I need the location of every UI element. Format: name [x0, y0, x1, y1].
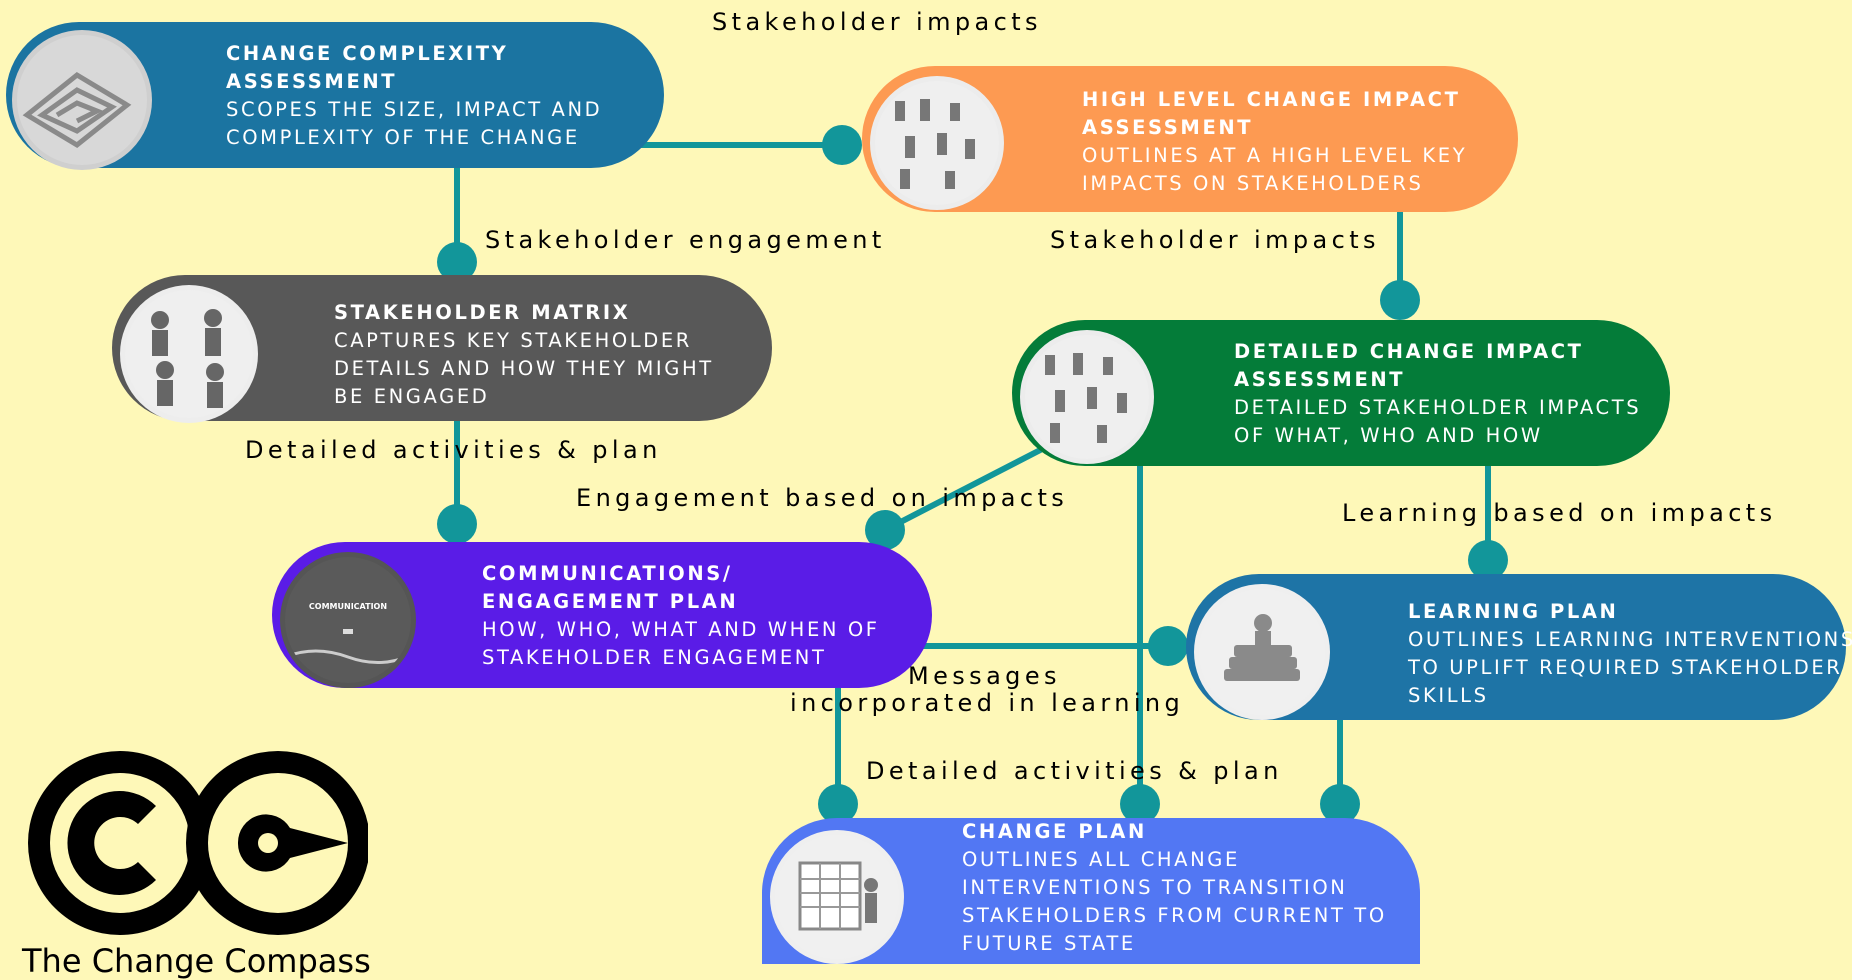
high-level-impact-box: HIGH LEVEL CHANGE IMPACT ASSESSMENT OUTL… — [862, 66, 1518, 212]
box-description: CAPTURES KEY STAKEHOLDER — [334, 329, 692, 352]
learning-plan-box: LEARNING PLAN OUTLINES LEARNING INTERVEN… — [1186, 574, 1852, 720]
label-detailed-activities-plan: Detailed activities & plan — [245, 436, 662, 464]
stakeholder-matrix-box: STAKEHOLDER MATRIX CAPTURES KEY STAKEHOL… — [112, 275, 772, 423]
connector-node — [1148, 626, 1188, 666]
box-description: HOW, WHO, WHAT AND WHEN OF — [482, 618, 880, 641]
box-description: OUTLINES LEARNING INTERVENTIONS — [1408, 628, 1852, 651]
communications-plan-box: COMMUNICATION COMMUNICATIONS/ ENGAGEMENT… — [272, 542, 932, 688]
label-engagement-based-on-impacts: Engagement based on impacts — [576, 484, 1069, 512]
change-compass-logo-icon — [28, 751, 368, 935]
change-plan-box: CHANGE PLAN OUTLINES ALL CHANGE INTERVEN… — [762, 818, 1420, 964]
communication-slide: COMMUNICATION — [280, 552, 416, 688]
connector-node — [865, 510, 905, 550]
box-description: BE ENGAGED — [334, 385, 490, 408]
box-title: STAKEHOLDER MATRIX — [334, 301, 631, 324]
label-top-stakeholder-impacts: Stakeholder impacts — [712, 8, 1042, 36]
box-description: FUTURE STATE — [962, 932, 1136, 955]
connector-node — [1380, 280, 1420, 320]
maze-illustration — [12, 30, 152, 170]
box-description: DETAILED STAKEHOLDER IMPACTS — [1234, 396, 1642, 419]
box-title: LEARNING PLAN — [1408, 600, 1619, 623]
connector-node — [1468, 540, 1508, 580]
label-detailed-activities-plan-2: Detailed activities & plan — [866, 757, 1283, 785]
connector-node — [822, 125, 862, 165]
logo-text: The Change Compass — [22, 942, 371, 980]
stakeholder-people-illustration — [120, 285, 258, 423]
label-learning-based-on-impacts: Learning based on impacts — [1342, 499, 1777, 527]
box-description: SKILLS — [1408, 684, 1489, 707]
label-stakeholder-engagement: Stakeholder engagement — [485, 226, 886, 254]
box-description: SCOPES THE SIZE, IMPACT AND — [226, 98, 603, 121]
connector-node — [1320, 784, 1360, 824]
box-title: HIGH LEVEL CHANGE IMPACT — [1082, 88, 1461, 111]
box-title: COMMUNICATIONS/ — [482, 562, 733, 585]
box-title: ASSESSMENT — [1234, 368, 1406, 391]
box-title: CHANGE COMPLEXITY — [226, 42, 509, 65]
communication-slide-text: COMMUNICATION — [309, 602, 387, 611]
label-messages: Messages — [908, 662, 1061, 690]
box-title: CHANGE PLAN — [962, 820, 1147, 843]
box-description: COMPLEXITY OF THE CHANGE — [226, 126, 580, 149]
box-description: TO UPLIFT REQUIRED STAKEHOLDER — [1408, 656, 1843, 679]
detailed-impact-box: DETAILED CHANGE IMPACT ASSESSMENT DETAIL… — [1012, 320, 1670, 466]
box-description: OUTLINES AT A HIGH LEVEL KEY — [1082, 144, 1468, 167]
calendar-planning-illustration — [770, 830, 904, 964]
connector-node — [437, 242, 477, 282]
connector-node — [1120, 784, 1160, 824]
box-title: ENGAGEMENT PLAN — [482, 590, 739, 613]
box-title: ASSESSMENT — [1082, 116, 1254, 139]
box-description: IMPACTS ON STAKEHOLDERS — [1082, 172, 1424, 195]
box-title: ASSESSMENT — [226, 70, 398, 93]
box-description: STAKEHOLDER ENGAGEMENT — [482, 646, 827, 669]
office-people-illustration — [870, 76, 1004, 210]
box-title: DETAILED CHANGE IMPACT — [1234, 340, 1584, 363]
box-description: INTERVENTIONS TO TRANSITION — [962, 876, 1348, 899]
box-description: STAKEHOLDERS FROM CURRENT TO — [962, 904, 1387, 927]
books-learning-illustration — [1194, 584, 1330, 720]
label-incorporated-in-learning: incorporated in learning — [790, 689, 1185, 717]
office-people-illustration — [1020, 330, 1154, 464]
change-complexity-box: CHANGE COMPLEXITY ASSESSMENT SCOPES THE … — [6, 22, 664, 170]
connector-node — [818, 784, 858, 824]
label-stakeholder-impacts: Stakeholder impacts — [1050, 226, 1380, 254]
box-description: DETAILS AND HOW THEY MIGHT — [334, 357, 714, 380]
connector-node — [437, 504, 477, 544]
box-description: OF WHAT, WHO AND HOW — [1234, 424, 1543, 447]
box-description: OUTLINES ALL CHANGE — [962, 848, 1240, 871]
